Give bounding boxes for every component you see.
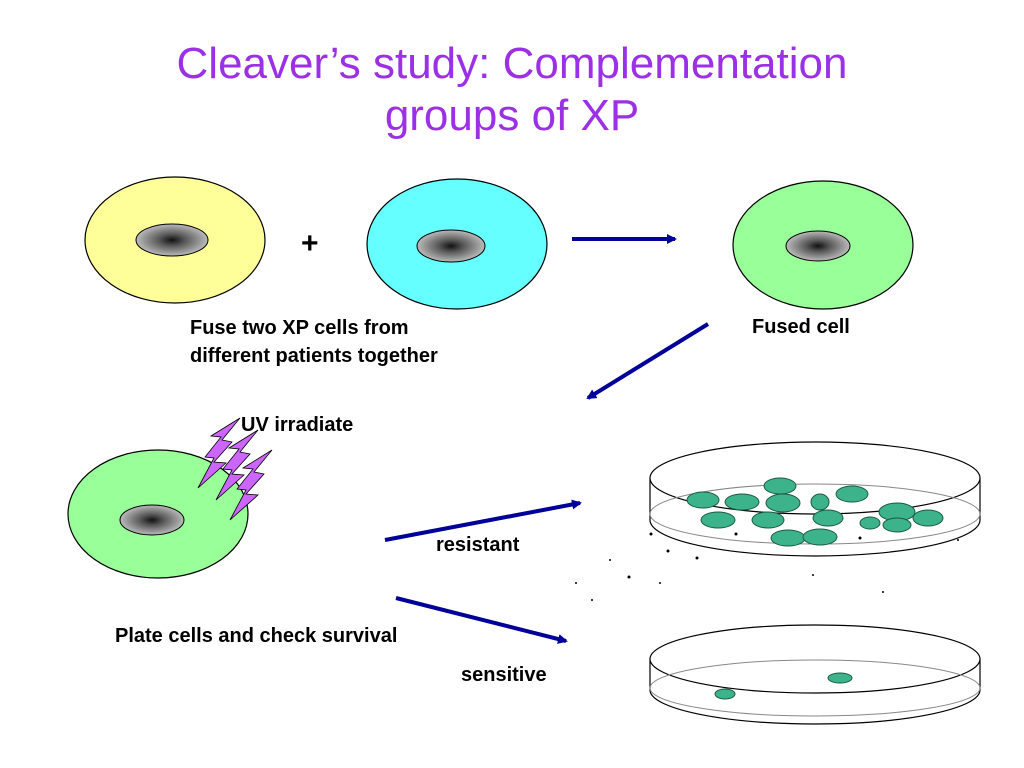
- nucleus-icon: [135, 223, 209, 257]
- title-line-1: Cleaver’s study: Complementation: [176, 39, 848, 88]
- fuse-label-line-2: different patients together: [190, 345, 438, 367]
- plus-sign: +: [301, 227, 319, 260]
- nucleus-icon: [416, 229, 486, 263]
- scattered-cells: [575, 532, 959, 642]
- fused-cell: [732, 180, 914, 310]
- uv-lightning-icon: [197, 417, 273, 521]
- nucleus-icon: [785, 230, 851, 262]
- fused-cell-label: Fused cell: [752, 316, 850, 338]
- colony-icon: [686, 477, 944, 547]
- fuse-label-line-1: Fuse two XP cells from: [190, 317, 409, 339]
- xp-cell-cyan: [366, 178, 548, 310]
- colony-icon: [714, 672, 853, 700]
- petri-dish-resistant: [649, 441, 981, 557]
- irradiated-cell: [67, 449, 249, 579]
- plate-arrow: [586, 322, 710, 400]
- petri-dish-sensitive: [649, 624, 981, 725]
- xp-cell-yellow: [84, 176, 266, 304]
- sensitive-arrow: [395, 596, 568, 644]
- title-line-2: groups of XP: [384, 91, 640, 140]
- resistant-label: resistant: [436, 534, 520, 556]
- sensitive-label: sensitive: [461, 664, 547, 686]
- plate-check-label: Plate cells and check survival: [115, 625, 398, 647]
- slide-title: Cleaver’s study: Complementation groups …: [0, 38, 1024, 142]
- nucleus-icon: [119, 504, 185, 536]
- resistant-arrow: [384, 499, 582, 542]
- uv-irradiate-label: UV irradiate: [241, 414, 354, 436]
